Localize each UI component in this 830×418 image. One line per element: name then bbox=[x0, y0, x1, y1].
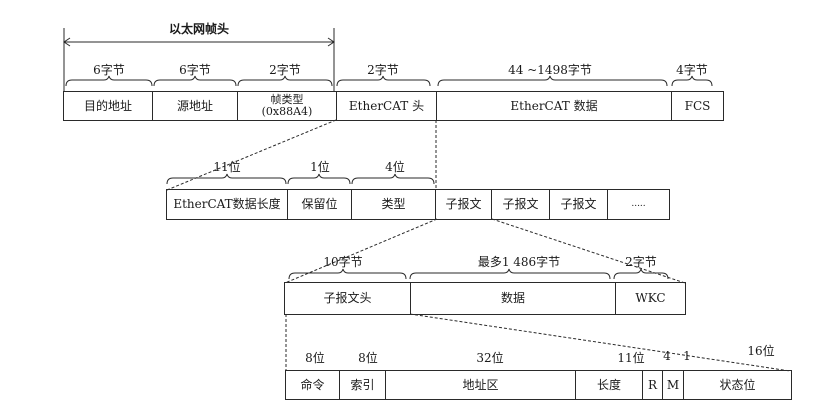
field-ethercat-header: EtherCAT 头 bbox=[337, 92, 437, 120]
size-label-src: 6字节 bbox=[179, 63, 211, 77]
size-label-ecat-data: 44 ~1498字节 bbox=[508, 63, 592, 77]
size-label-length-field-bits: 11位 bbox=[617, 351, 645, 365]
datagram-row: 子报文头 数据 WKC bbox=[284, 282, 686, 315]
size-label-wkc: 2字节 bbox=[625, 255, 657, 269]
size-label-fcs: 4字节 bbox=[676, 63, 708, 77]
field-ethercat-data-length: EtherCAT数据长度 bbox=[167, 190, 288, 219]
field-ethercat-data: EtherCAT 数据 bbox=[437, 92, 672, 120]
field-index: 索引 bbox=[340, 371, 386, 399]
field-length: 长度 bbox=[576, 371, 643, 399]
field-reserved: 保留位 bbox=[288, 190, 352, 219]
field-destination-address: 目的地址 bbox=[64, 92, 153, 120]
size-label-type-bits: 4位 bbox=[385, 160, 405, 174]
datagram-header-row: 命令 索引 地址区 长度 R M 状态位 bbox=[285, 370, 792, 400]
field-frame-type-label: 帧类型 bbox=[270, 93, 304, 106]
size-label-reserved-bits: 1位 bbox=[310, 160, 330, 174]
size-label-index-bits: 8位 bbox=[358, 351, 378, 365]
size-label-command-bits: 8位 bbox=[305, 351, 325, 365]
field-frame-type: 帧类型 (0x88A4) bbox=[238, 92, 337, 120]
field-address: 地址区 bbox=[386, 371, 576, 399]
field-source-address: 源地址 bbox=[153, 92, 238, 120]
size-label-r-bits: 4 bbox=[663, 349, 671, 363]
field-datagram-data: 数据 bbox=[411, 283, 616, 314]
field-command: 命令 bbox=[286, 371, 340, 399]
field-frame-type-value: (0x88A4) bbox=[261, 105, 313, 118]
size-label-address-bits: 32位 bbox=[476, 351, 504, 365]
field-status: 状态位 bbox=[719, 377, 756, 392]
field-datagram-header: 子报文头 bbox=[285, 283, 411, 314]
size-label-status-bits: 16位 bbox=[747, 344, 775, 358]
size-label-ecat-header: 2字节 bbox=[367, 63, 399, 77]
size-label-dest: 6字节 bbox=[93, 63, 125, 77]
ethernet-header-title: 以太网帧头 bbox=[168, 22, 229, 36]
size-label-type: 2字节 bbox=[269, 63, 301, 77]
size-label-m-bits: 1 bbox=[683, 349, 691, 363]
field-datagram-3: 子报文 bbox=[550, 190, 608, 219]
ethercat-header-row: EtherCAT数据长度 保留位 类型 子报文 子报文 子报文 ..... bbox=[166, 189, 670, 220]
field-m: M bbox=[663, 371, 684, 399]
field-datagram-2: 子报文 bbox=[492, 190, 550, 219]
ethernet-frame-row: 目的地址 源地址 帧类型 (0x88A4) EtherCAT 头 EtherCA… bbox=[63, 91, 724, 121]
field-type: 类型 bbox=[352, 190, 436, 219]
field-wkc: WKC bbox=[635, 291, 666, 305]
field-more-datagrams: ..... bbox=[631, 199, 646, 209]
size-label-datagram-data: 最多1 486字节 bbox=[477, 255, 561, 269]
size-label-datagram-header: 10字节 bbox=[323, 255, 363, 269]
field-fcs: FCS bbox=[684, 98, 711, 113]
field-datagram-1: 子报文 bbox=[436, 190, 492, 219]
field-r: R bbox=[643, 371, 663, 399]
size-label-length-bits: 11位 bbox=[213, 160, 241, 174]
